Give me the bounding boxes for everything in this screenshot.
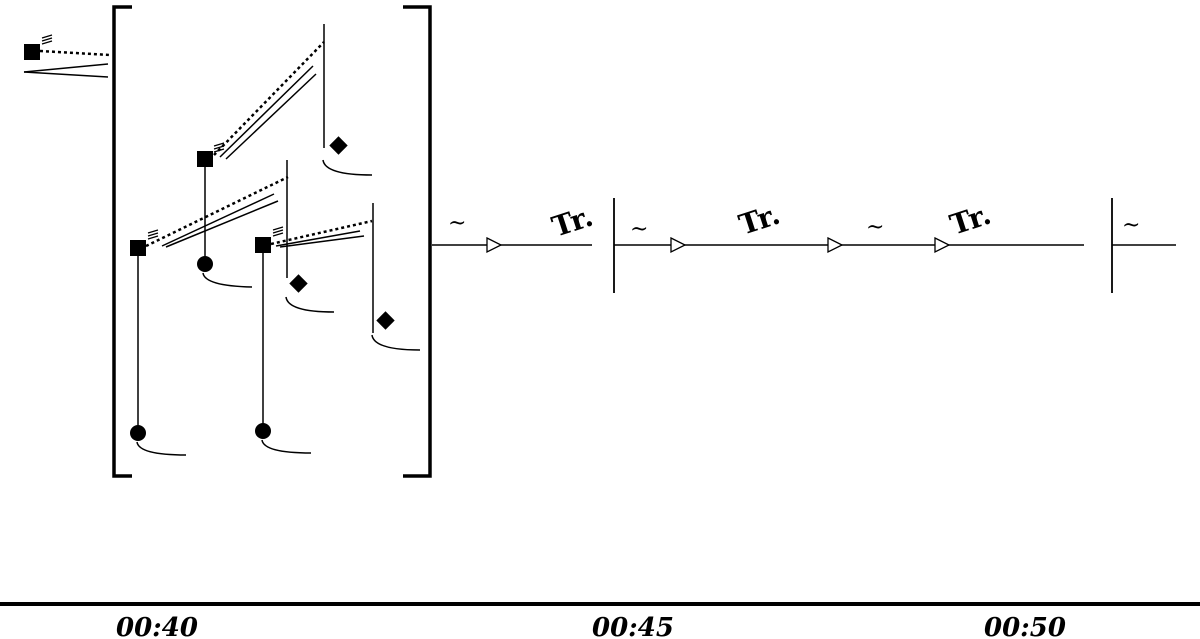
sustain-line: ~ ~ ~ ~ Tr. Tr. Tr. bbox=[432, 198, 1176, 293]
gliss-line bbox=[165, 200, 279, 248]
hairpin bbox=[23, 63, 109, 78]
trill-label: Tr. bbox=[735, 198, 784, 242]
bracket bbox=[112, 5, 432, 478]
square-notehead bbox=[130, 240, 146, 256]
tie-curve bbox=[371, 334, 421, 351]
arrowhead bbox=[486, 236, 503, 254]
tie-curve bbox=[285, 296, 335, 313]
gliss-line bbox=[279, 235, 365, 248]
square-notehead bbox=[255, 237, 271, 253]
arrowhead bbox=[827, 236, 844, 254]
round-notehead bbox=[130, 425, 146, 441]
arrowhead bbox=[934, 236, 951, 254]
dotted-glissando bbox=[39, 49, 111, 57]
square-notehead bbox=[24, 44, 40, 60]
tremolo-strokes bbox=[147, 229, 159, 240]
dotted-glissando bbox=[270, 219, 373, 246]
trill-label: Tr. bbox=[548, 200, 597, 244]
diamond-notehead bbox=[329, 136, 348, 155]
gliss-line bbox=[219, 65, 314, 158]
bracket-left bbox=[112, 5, 132, 478]
tilde-mark: ~ bbox=[1122, 213, 1140, 238]
diamond-notehead bbox=[376, 311, 395, 330]
voice-lower bbox=[255, 203, 421, 454]
tie-curve bbox=[261, 439, 312, 454]
round-notehead bbox=[255, 423, 271, 439]
tilde-mark: ~ bbox=[630, 217, 648, 242]
square-notehead bbox=[197, 151, 213, 167]
timeline-label-00-40: 00:40 bbox=[116, 613, 198, 639]
round-notehead bbox=[197, 256, 213, 272]
dotted-glissando bbox=[213, 41, 325, 156]
dotted-glissando bbox=[145, 175, 289, 248]
gliss-line bbox=[275, 230, 361, 247]
timeline: 00:40 00:45 00:50 bbox=[0, 602, 1200, 639]
tilde-mark: ~ bbox=[448, 211, 466, 236]
tie-curve bbox=[202, 272, 253, 288]
trill-label: Tr. bbox=[946, 198, 995, 242]
tilde-mark: ~ bbox=[866, 215, 884, 240]
bracket-right bbox=[403, 5, 432, 478]
timeline-label-00-45: 00:45 bbox=[592, 613, 674, 639]
tie-curve bbox=[136, 441, 187, 456]
voice-middle bbox=[130, 160, 335, 456]
tie-curve bbox=[322, 159, 373, 176]
arrowhead bbox=[670, 236, 687, 254]
gliss-line bbox=[161, 193, 275, 247]
tremolo-strokes bbox=[41, 34, 53, 45]
voice-upper bbox=[197, 24, 373, 288]
gliss-line bbox=[225, 73, 317, 160]
diamond-notehead bbox=[289, 274, 308, 293]
timeline-label-00-50: 00:50 bbox=[984, 613, 1066, 639]
tremolo-strokes bbox=[272, 226, 284, 237]
entry-figure bbox=[23, 34, 111, 78]
